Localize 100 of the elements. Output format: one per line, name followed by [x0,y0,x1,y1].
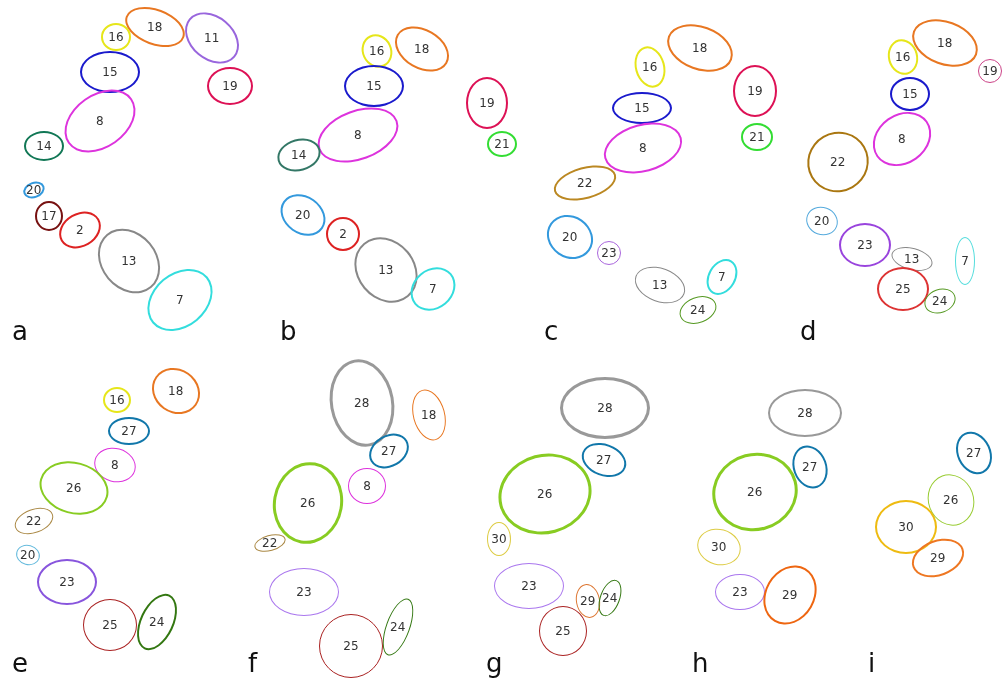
cell-number: 20 [814,215,830,227]
panel-letter: e [12,650,28,676]
cell-number: 29 [930,552,946,564]
cell-number: 24 [602,592,618,604]
cell-number: 29 [580,595,596,607]
cell-number: 28 [597,402,613,414]
cell-number: 8 [363,480,371,492]
cell-ellipse [466,77,508,129]
cell-number: 2 [76,224,84,236]
cell-number: 25 [343,640,359,652]
cell-number: 19 [982,65,998,77]
cell-number: 20 [26,184,42,196]
panel-letter: g [486,650,503,676]
cell-number: 26 [537,488,553,500]
cell-number: 23 [732,586,748,598]
cell-number: 20 [295,209,311,221]
cell-number: 25 [895,283,911,295]
cell-number: 23 [601,247,617,259]
cell-number: 23 [857,239,873,251]
cell-number: 2 [339,228,347,240]
panel-letter: f [248,650,258,676]
cell-number: 27 [381,445,397,457]
cell-number: 16 [108,31,124,43]
panel-letter: a [12,318,28,344]
cell-number: 19 [222,80,238,92]
cell-number: 29 [782,589,798,601]
cell-number: 23 [59,576,75,588]
cell-number: 11 [204,32,220,44]
cell-number: 26 [300,497,316,509]
panel-letter: i [868,650,876,676]
cell-ellipse [733,65,777,117]
cell-ellipse [877,267,929,311]
cell-number: 16 [642,61,658,73]
cell-number: 30 [711,541,727,553]
cell-number: 14 [291,149,307,161]
cell-number: 18 [421,409,437,421]
cell-number: 21 [749,131,765,143]
cell-number: 13 [904,253,920,265]
cell-number: 15 [102,66,118,78]
cell-number: 20 [562,231,578,243]
cell-number: 14 [36,140,52,152]
cell-ellipse [344,65,404,107]
cell-ellipse [80,51,140,93]
cell-ellipse [741,123,773,151]
cell-number: 21 [494,138,510,150]
cell-number: 22 [830,156,846,168]
cell-number: 23 [521,580,537,592]
cell-ellipse [875,500,937,554]
cell-number: 25 [555,625,571,637]
cell-number: 30 [491,533,507,545]
cell-number: 13 [652,279,668,291]
cell-number: 27 [802,461,818,473]
cell-number: 18 [147,21,163,33]
cell-number: 16 [895,51,911,63]
cell-number: 7 [429,283,437,295]
cell-ellipse [326,217,360,251]
cell-number: 25 [102,619,118,631]
cell-number: 26 [66,482,82,494]
cell-ellipse [24,131,64,161]
cell-number: 8 [111,459,119,471]
cell-ellipse [487,131,517,157]
cell-number: 24 [149,616,165,628]
cell-number: 19 [747,85,763,97]
cell-number: 22 [262,537,278,549]
panel-letter: d [800,318,817,344]
cell-ellipse [207,67,253,105]
cell-number: 24 [932,295,948,307]
cell-ellipse [768,389,842,437]
cell-number: 27 [121,425,137,437]
cell-number: 7 [176,294,184,306]
cell-number: 8 [898,133,906,145]
cell-number: 16 [109,394,125,406]
panel-letter: b [280,318,297,344]
cell-number: 16 [369,45,385,57]
cell-ellipse [839,223,891,267]
cell-ellipse [35,201,63,231]
panel-letter: h [692,650,709,676]
cell-number: 28 [354,397,370,409]
cell-ellipse [612,92,672,124]
cell-number: 30 [898,521,914,533]
cell-number: 13 [121,255,137,267]
cell-number: 23 [296,586,312,598]
cell-number: 17 [41,210,57,222]
cell-number: 18 [414,43,430,55]
cell-number: 22 [577,177,593,189]
cell-number: 27 [966,447,982,459]
cell-number: 19 [479,97,495,109]
cell-ellipse [103,387,131,413]
cell-number: 8 [354,129,362,141]
cell-number: 26 [747,486,763,498]
panel-letter: c [544,318,559,344]
cell-number: 22 [26,515,42,527]
cell-ellipse [37,559,97,605]
cell-number: 26 [943,494,959,506]
cell-number: 15 [366,80,382,92]
cell-number: 18 [168,385,184,397]
cell-number: 24 [690,304,706,316]
cell-number: 13 [378,264,394,276]
cell-number: 15 [634,102,650,114]
cell-number: 24 [390,621,406,633]
